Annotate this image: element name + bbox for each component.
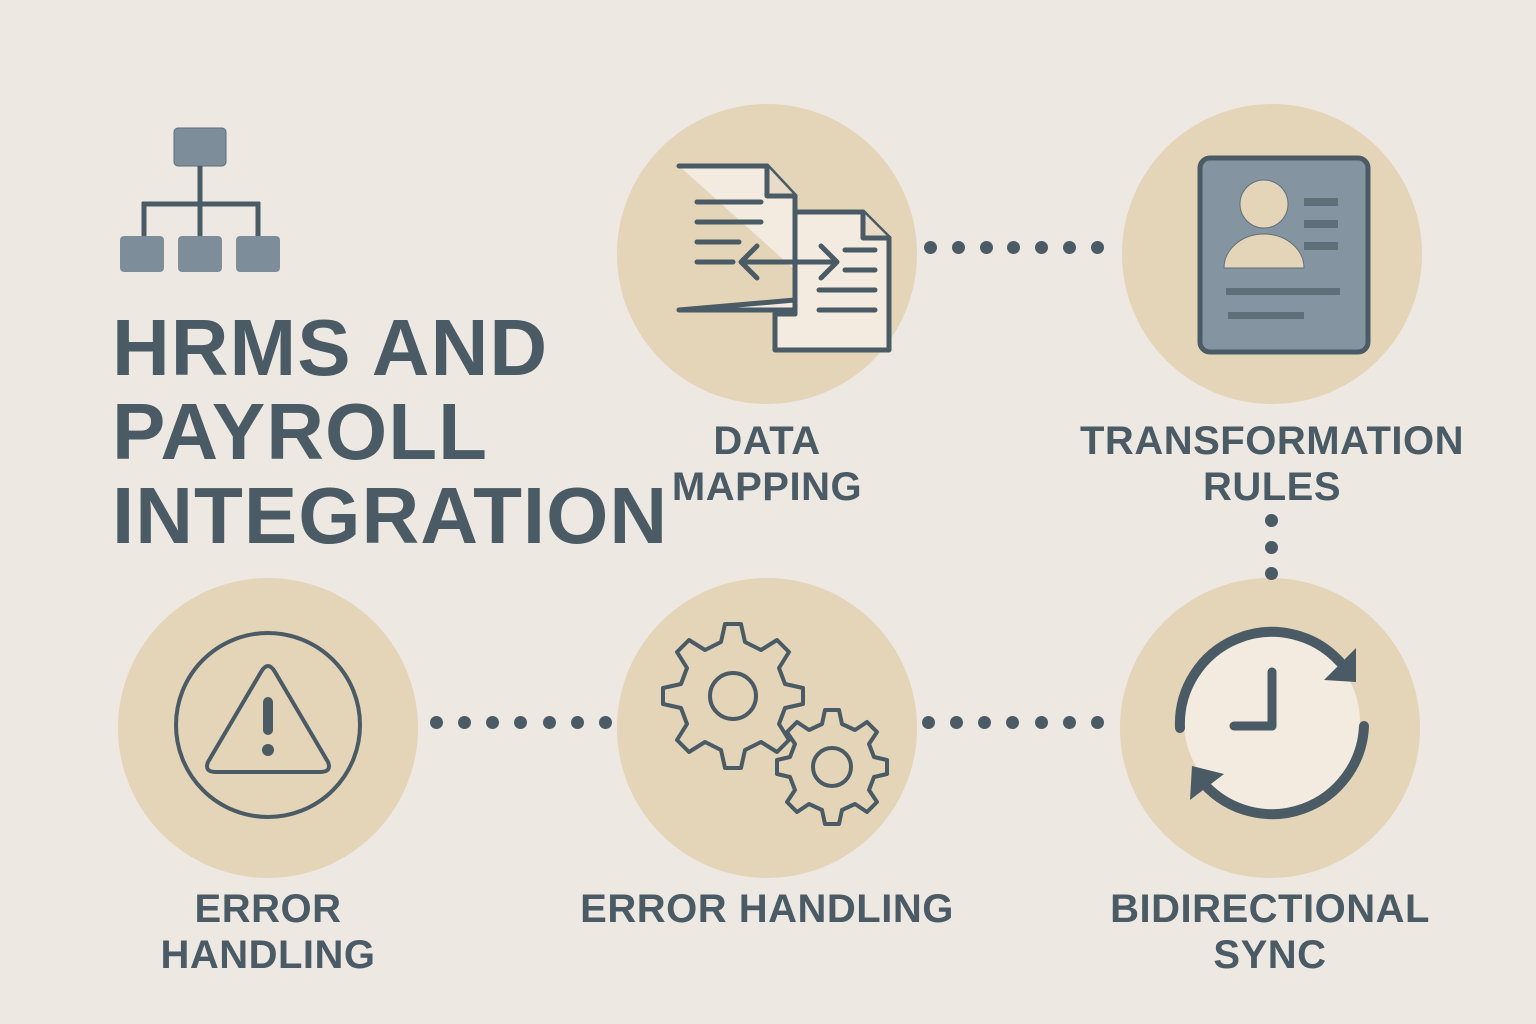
connector-gears-to-sync [922,716,1104,729]
connector-dot [1264,567,1278,580]
connector-rules-to-sync [1264,514,1278,580]
node-data-mapping [617,104,917,404]
connector-dot [458,716,472,729]
connector-dot [1090,716,1104,729]
connector-dot [922,716,935,729]
title-line-2: PAYROLL [112,387,488,476]
node-transformation-rules [1122,104,1422,404]
title-line-3: INTEGRATION [112,471,669,560]
connector-dot [1034,716,1048,729]
connector-dot [1035,241,1049,254]
connector-dot [514,716,528,729]
connector-dot [1006,716,1020,729]
connector-dot [542,716,556,729]
node-error-handling-warning [118,578,418,878]
label-error-handling-warning: ERROR HANDLING [160,887,376,977]
title-line-1: HRMS AND [112,303,549,392]
label-data-mapping: DATA MAPPING [671,419,863,509]
connector-dot [924,241,937,254]
connector-mapping-to-rules [924,241,1104,254]
node-error-handling-gears [617,578,917,878]
page-title: HRMS AND PAYROLL INTEGRATION [112,306,668,558]
label-transformation-rules: TRANSFORMATION RULES [1080,419,1464,509]
label-error-handling-gears: ERROR HANDLING [580,887,954,931]
connector-warning-to-gears [430,716,612,729]
connector-dot [978,716,992,729]
connector-dot [570,716,584,729]
connector-dot [1264,540,1278,554]
clock-sync-icon [1174,626,1369,820]
profile-card-icon [1197,155,1371,355]
label-bidirectional-sync: BIDIRECTIONAL SYNC [1110,887,1430,977]
connector-dot [598,716,612,729]
warning-icon [174,631,362,819]
connector-dot [950,716,964,729]
connector-dot [1062,716,1076,729]
document-exchange-icon [676,163,892,353]
node-bidirectional-sync [1120,578,1420,878]
connector-dot [951,241,965,254]
connector-dot [486,716,500,729]
gears-icon [661,622,889,826]
connector-dot [979,241,993,254]
connector-dot [430,716,443,729]
connector-dot [1264,514,1278,527]
org-chart-icon [120,127,280,272]
connector-dot [1063,241,1077,254]
connector-dot [1007,241,1021,254]
connector-dot [1090,241,1104,254]
